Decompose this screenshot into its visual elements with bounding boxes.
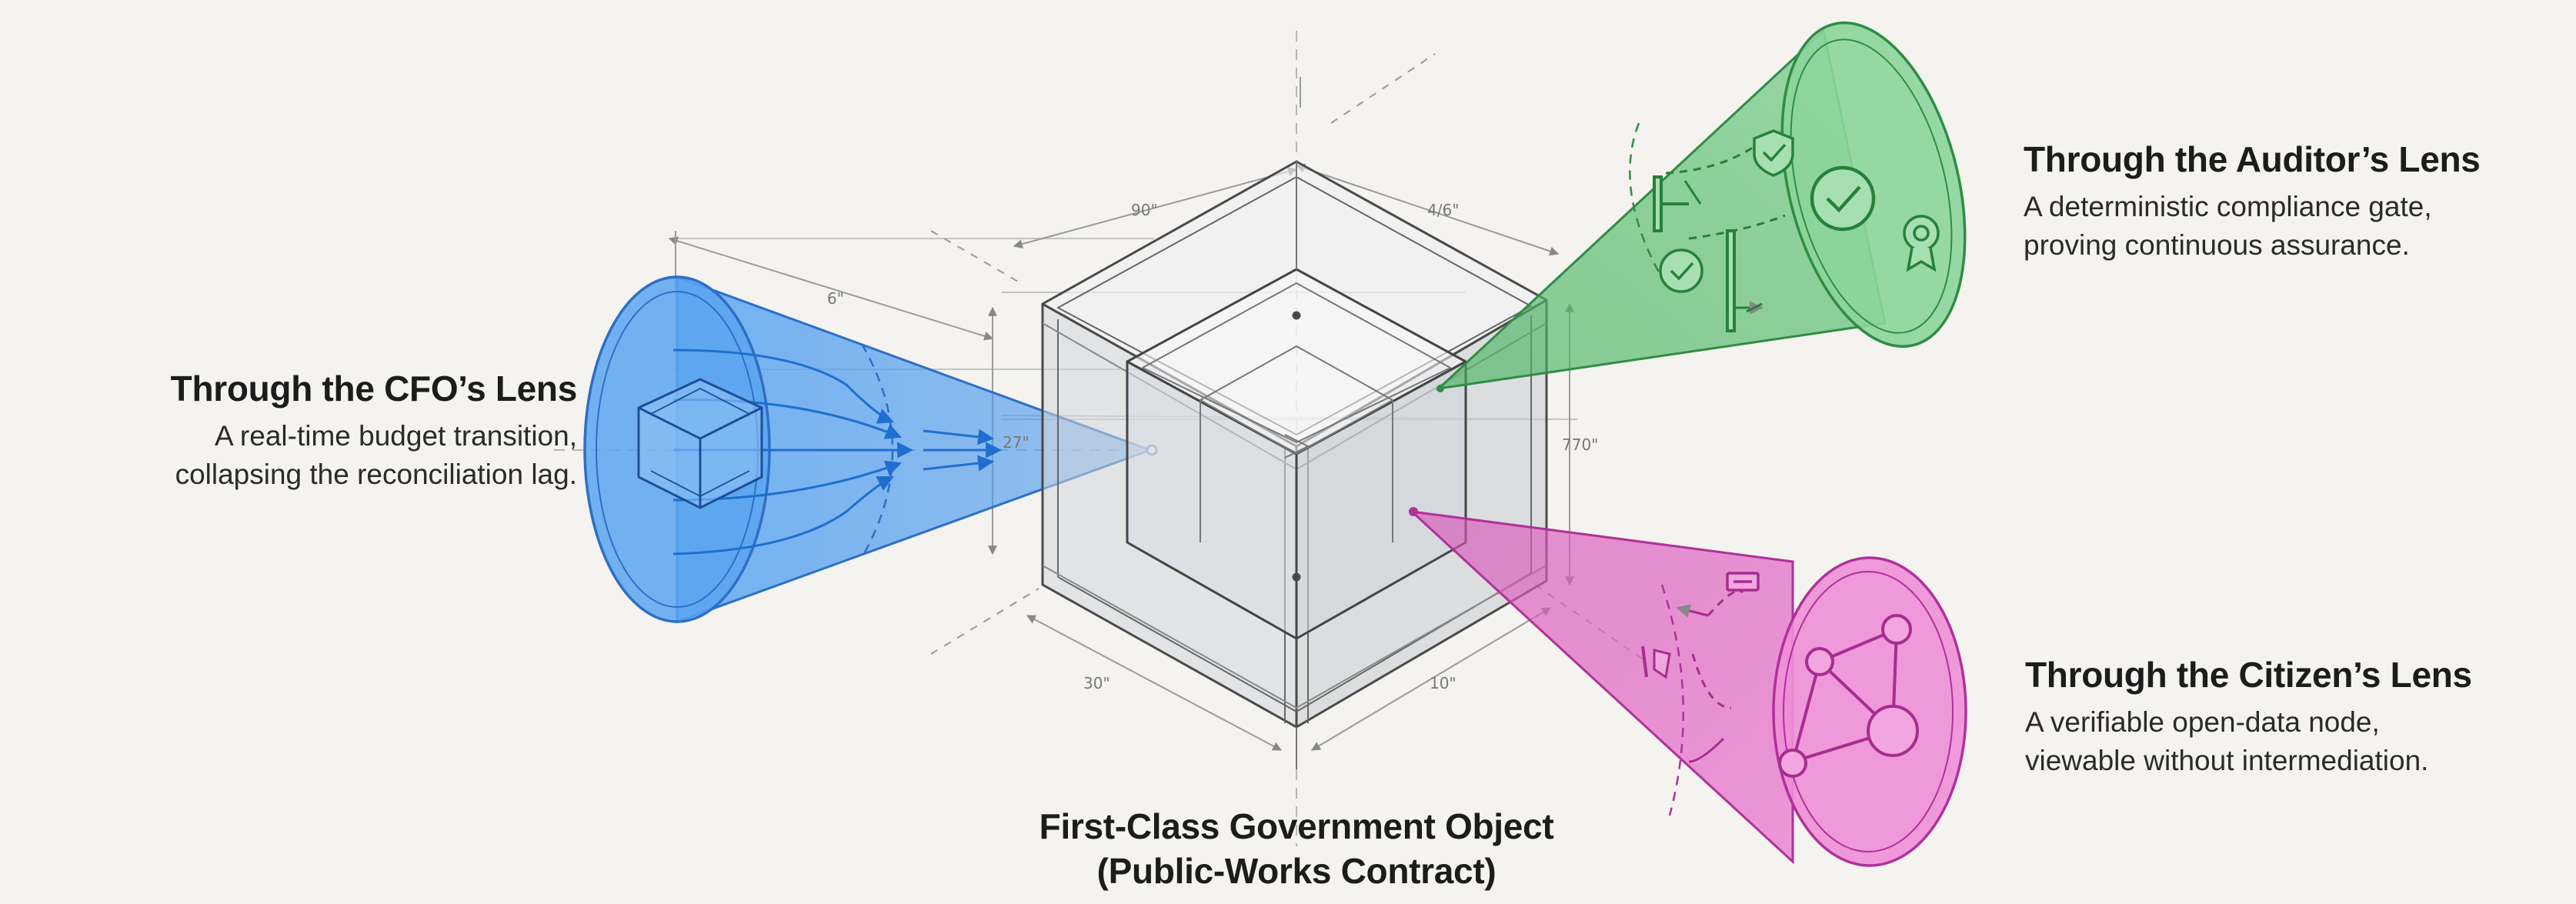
auditor-lens-line2: proving continuous assurance. — [2024, 229, 2410, 261]
central-object-title-line2: (Public-Works Contract) — [1096, 851, 1497, 891]
shield-icon — [1753, 129, 1794, 177]
checkmark-icon — [1810, 165, 1876, 232]
dim-label-bottom-left: 30" — [1083, 674, 1110, 692]
cfo-lens-title: Through the CFO’s Lens — [170, 369, 578, 409]
central-object-title-line1: First-Class Government Object — [1039, 806, 1554, 846]
citizen-lens-label: Through the Citizen’s Lens A verifiable … — [2025, 654, 2472, 780]
cube-icon — [637, 378, 763, 509]
dim-label-bottom-right: 10" — [1430, 674, 1457, 692]
dim-label-right-side: 770" — [1562, 435, 1598, 454]
auditor-lens-description: A deterministic compliance gate, proving… — [2024, 188, 2481, 265]
cfo-lens-label: Through the CFO’s Lens A real-time budge… — [92, 368, 578, 494]
document-icon — [1726, 572, 1760, 592]
dim-label-top-right: 4/6" — [1427, 201, 1459, 219]
cfo-lens-cone — [583, 275, 1158, 624]
cfo-lens-line1: A real-time budget transition, — [215, 420, 577, 452]
central-object-caption: First-Class Government Object (Public-Wo… — [989, 804, 1604, 893]
citizen-lens-line1: A verifiable open-data node, — [2025, 706, 2380, 738]
citizen-lens-title: Through the Citizen’s Lens — [2025, 655, 2472, 695]
citizen-lens-description: A verifiable open-data node, viewable wi… — [2025, 703, 2472, 780]
auditor-lens-label: Through the Auditor’s Lens A determinist… — [2024, 138, 2481, 265]
citizen-lens-line2: viewable without intermediation. — [2025, 745, 2429, 776]
dim-label-left-cone: 6" — [827, 289, 844, 308]
checkmark-icon — [1659, 249, 1703, 293]
network-graph-icon — [1778, 614, 1919, 778]
cfo-lens-description: A real-time budget transition, collapsin… — [92, 417, 577, 494]
award-badge-icon — [1903, 215, 1940, 272]
auditor-lens-cone — [1435, 21, 1967, 392]
citizen-lens-cone — [1408, 507, 1967, 867]
auditor-lens-title: Through the Auditor’s Lens — [2024, 139, 2481, 179]
auditor-lens-line1: A deterministic compliance gate, — [2024, 191, 2432, 222]
central-object-cube — [1041, 160, 1548, 769]
cfo-lens-line2: collapsing the reconciliation lag. — [175, 459, 577, 490]
dim-label-top-left: 90" — [1131, 201, 1158, 219]
dim-label-apex: 27" — [1003, 433, 1029, 452]
